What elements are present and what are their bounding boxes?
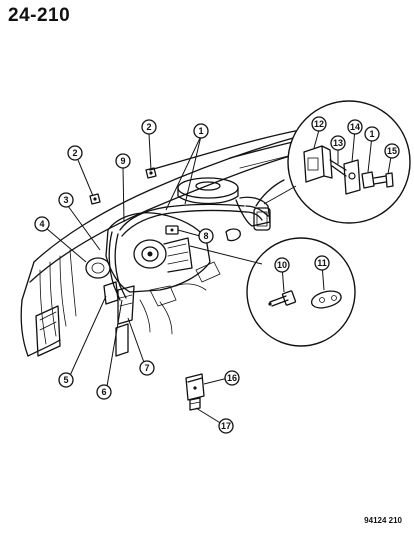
callout-1-inset: 1 [364, 126, 380, 142]
pressure-switch-illustration [185, 373, 205, 411]
callout-label: 4 [39, 219, 44, 229]
callout-11: 11 [314, 255, 330, 271]
callout-label: 9 [120, 156, 125, 166]
callout-label: 10 [277, 260, 287, 270]
callout-label: 1 [369, 129, 374, 139]
callout-12: 12 [311, 116, 327, 132]
callout-16: 16 [224, 370, 240, 386]
callout-label: 7 [144, 363, 149, 373]
callout-label: 8 [203, 231, 208, 241]
callout-label: 2 [72, 148, 77, 158]
callout-label: 5 [63, 375, 68, 385]
callout-label: 6 [101, 387, 106, 397]
detail-inset-upper [287, 100, 411, 224]
callout-label: 13 [333, 138, 343, 148]
callout-7: 7 [139, 360, 155, 376]
callout-3: 3 [58, 192, 74, 208]
callout-label: 11 [317, 258, 327, 268]
callout-15: 15 [384, 143, 400, 159]
callout-14: 14 [347, 119, 363, 135]
callout-4: 4 [34, 216, 50, 232]
callout-label: 14 [350, 122, 360, 132]
callout-10: 10 [274, 257, 290, 273]
callout-6: 6 [96, 384, 112, 400]
detail-inset-lower [246, 237, 356, 347]
callout-17: 17 [218, 418, 234, 434]
callout-8: 8 [198, 228, 214, 244]
callout-9: 9 [115, 153, 131, 169]
callout-2-left: 2 [67, 145, 83, 161]
page-number: 24-210 [8, 5, 71, 26]
callout-label: 2 [146, 122, 151, 132]
callout-label: 16 [227, 373, 237, 383]
callout-1-top: 1 [193, 123, 209, 139]
engine-compartment-illustration [20, 127, 331, 357]
callout-5: 5 [58, 372, 74, 388]
callout-label: 12 [314, 119, 324, 129]
callout-13: 13 [330, 135, 346, 151]
callout-label: 1 [198, 126, 203, 136]
callout-label: 15 [387, 146, 397, 156]
callout-label: 3 [63, 195, 68, 205]
figure-code: 94124 210 [364, 516, 402, 525]
callout-label: 17 [221, 421, 231, 431]
callout-2-upper: 2 [141, 119, 157, 135]
